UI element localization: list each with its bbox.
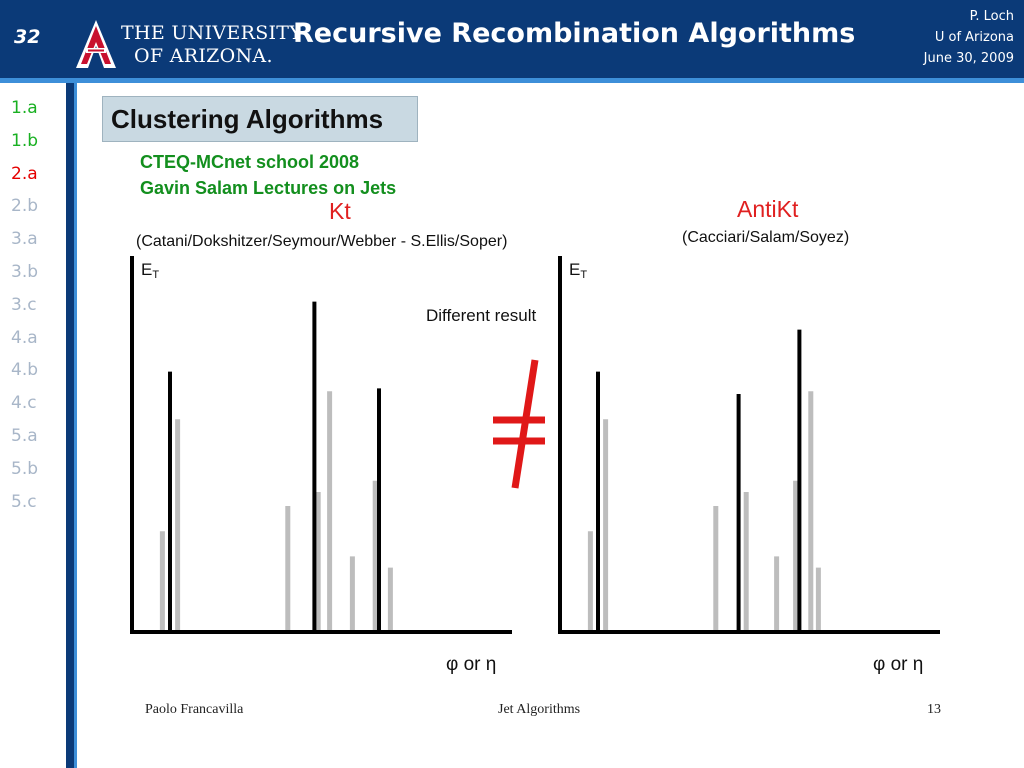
antikt-plot: [558, 256, 940, 634]
nav-item-3-b[interactable]: 3.b: [11, 261, 39, 282]
source-line-2: Gavin Salam Lectures on Jets: [140, 178, 397, 198]
footer-page-number: 13: [927, 702, 941, 717]
nav-item-1-a[interactable]: 1.a: [11, 98, 38, 118]
left-bar: [66, 83, 74, 768]
presentation-date: June 30, 2009: [923, 51, 1014, 66]
antikt-plot-authors: (Cacciari/Salam/Soyez): [682, 229, 850, 246]
section-title: Clustering Algorithms: [111, 104, 384, 134]
author-block: P. Loch U of Arizona June 30, 2009: [924, 6, 1014, 69]
left-bar-stripe: [74, 83, 77, 768]
source-line-1: CTEQ-MCnet school 2008: [140, 152, 360, 172]
author-name: P. Loch: [969, 9, 1014, 24]
antikt-y-label-main: E: [569, 260, 581, 279]
slide-title: Recursive Recombination Algorithms: [293, 18, 856, 49]
university-logo-icon: [76, 20, 116, 68]
antikt-y-axis-label: ET: [569, 260, 587, 281]
kt-y-label-sub: T: [152, 269, 160, 281]
nav-item-3-c[interactable]: 3.c: [11, 294, 37, 315]
antikt-y-label-sub: T: [580, 269, 588, 281]
section-title-box: [102, 96, 418, 142]
antikt-x-axis-label: φ or η: [873, 654, 924, 675]
nav-item-5-c[interactable]: 5.c: [11, 491, 37, 512]
footer-presenter: Paolo Francavilla: [145, 702, 244, 717]
kt-plot-title: Kt: [329, 198, 351, 224]
kt-y-axis-label: ET: [141, 260, 159, 281]
nav-item-5-b[interactable]: 5.b: [11, 458, 39, 479]
kt-y-label-main: E: [141, 260, 153, 279]
nav-item-4-a[interactable]: 4.a: [11, 327, 38, 348]
university-name-line1: THE UNIVERSITY: [121, 22, 303, 44]
slide-number: 32: [14, 26, 41, 48]
section-nav: 1.a 1.b 2.a 2.b 3.a 3.b 3.c 4.a 4.b 4.c 5.a 5.b 5.c: [11, 98, 38, 524]
nav-item-3-a[interactable]: 3.a: [11, 229, 38, 250]
nav-item-2-a[interactable]: 2.a: [11, 163, 38, 184]
nav-item-1-b[interactable]: 1.b: [11, 130, 39, 151]
kt-plot-authors: (Catani/Dokshitzer/Seymour/Webber - S.El…: [136, 233, 508, 250]
different-result-label: Different result: [426, 306, 537, 325]
not-equal-stroke: [511, 359, 539, 489]
slide-header: [0, 0, 1024, 78]
kt-plot: [130, 256, 512, 634]
kt-x-axis-label: φ or η: [446, 654, 497, 675]
header-stripe: [0, 78, 1024, 83]
university-name-line2: OF ARIZONA.: [134, 45, 273, 67]
footer-topic: Jet Algorithms: [498, 702, 581, 717]
nav-item-4-b[interactable]: 4.b: [11, 360, 39, 381]
author-affiliation: U of Arizona: [934, 30, 1014, 45]
antikt-plot-title: AntiKt: [737, 196, 799, 222]
nav-item-5-a[interactable]: 5.a: [11, 425, 38, 446]
nav-item-2-b[interactable]: 2.b: [11, 196, 39, 217]
nav-item-4-c[interactable]: 4.c: [11, 393, 37, 414]
